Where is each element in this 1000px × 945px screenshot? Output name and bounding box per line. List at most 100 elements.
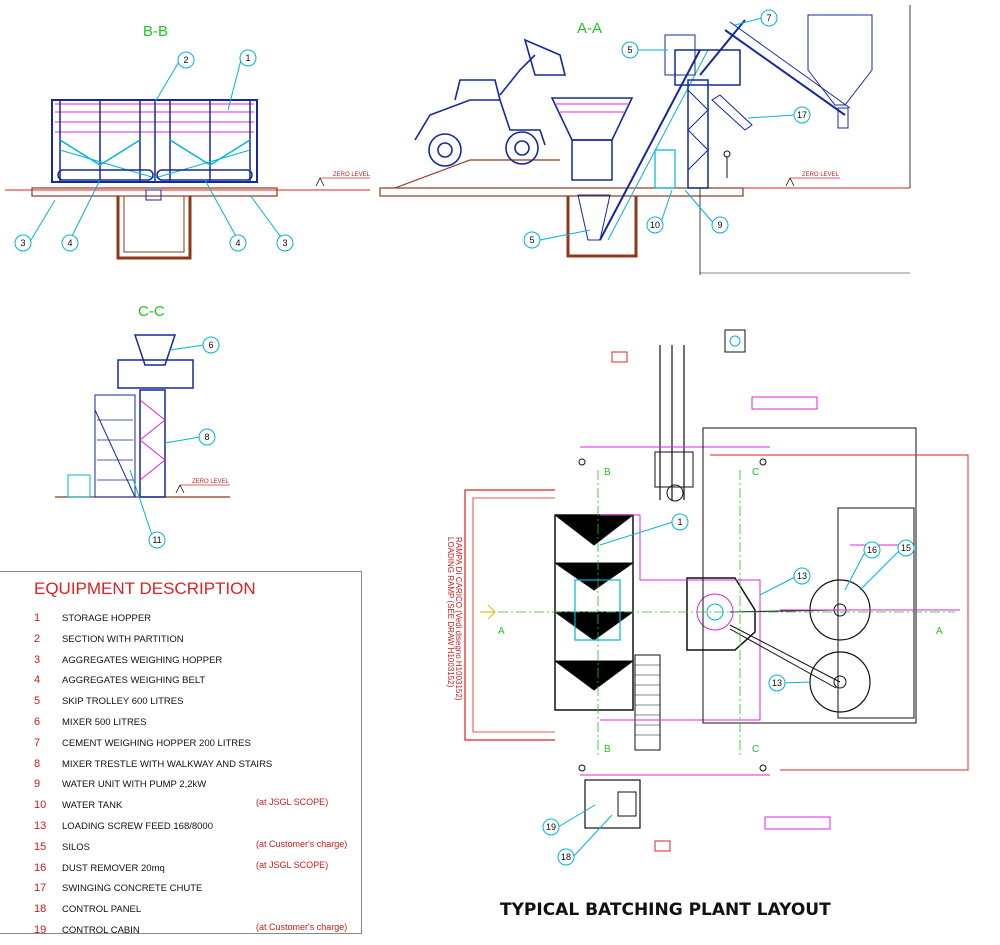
callout-plan-19 — [542, 818, 560, 836]
callouts — [14, 9, 915, 866]
callout-number: 7 — [766, 13, 771, 23]
section-aa-title: A-A — [577, 20, 602, 37]
callout-cc-6 — [202, 336, 220, 354]
section-cc: C-C ZERO LEVEL — [55, 303, 230, 498]
legend-desc: AGGREGATES WEIGHING BELT — [62, 675, 206, 687]
callout-number: 18 — [561, 852, 571, 862]
callout-number: 19 — [546, 822, 556, 832]
legend-desc: SECTION WITH PARTITION — [62, 633, 184, 645]
main-title: TYPICAL BATCHING PLANT LAYOUT — [500, 900, 831, 920]
callout-number: 15 — [901, 543, 911, 553]
legend-desc: CEMENT WEIGHING HOPPER 200 LITRES — [62, 737, 251, 749]
section-bb: B-B ZERO LEVEL — [5, 23, 371, 260]
callout-number: 5 — [529, 235, 534, 245]
legend-desc: SWINGING CONCRETE CHUTE — [62, 883, 203, 895]
callout-plan-1 — [671, 513, 689, 531]
legend-num: 19 — [34, 923, 47, 936]
axis-c-top: C — [752, 467, 759, 478]
section-aa: A-A — [379, 5, 911, 275]
callout-number: 13 — [772, 678, 782, 688]
callout-number: 5 — [627, 45, 632, 55]
callout-number: 1 — [245, 53, 250, 63]
callout-plan-13b — [768, 674, 786, 692]
callout-number: 4 — [67, 238, 72, 248]
callout-number: 10 — [650, 220, 660, 230]
legend-num: 17 — [34, 882, 47, 895]
callout-number: 16 — [867, 545, 877, 555]
callout-number: 3 — [282, 238, 287, 248]
legend-num: 2 — [34, 632, 41, 645]
legend-num: 9 — [34, 778, 41, 791]
legend-row: 5 SKIP TROLLEY 600 LITRES — [0, 695, 362, 716]
callout-number: 9 — [717, 220, 722, 230]
callout-plan-18 — [557, 848, 575, 866]
ramp-label-en: LOADING RAMP (SEE DRAW H1003152) — [446, 537, 455, 688]
legend-num: 13 — [34, 819, 47, 832]
plan-view: LOADING RAMP (SEE DRAW H1003152) RAMPA D… — [446, 329, 969, 920]
legend-num: 5 — [34, 695, 41, 708]
axis-b-bottom: B — [604, 744, 611, 755]
callout-bb-4a — [61, 234, 79, 252]
legend-note: (at Customer's charge) — [256, 921, 348, 932]
legend-row: 6 MIXER 500 LITRES — [0, 716, 362, 737]
axis-a-right: A — [936, 626, 943, 637]
callout-aa-7 — [760, 9, 778, 27]
callout-number: 1 — [677, 517, 682, 527]
legend-desc: STORAGE HOPPER — [62, 613, 152, 624]
cc-zero-level: ZERO LEVEL — [192, 479, 230, 485]
legend-desc: SKIP TROLLEY 600 LITRES — [62, 696, 184, 708]
callout-bb-3a — [14, 234, 32, 252]
callout-aa-17 — [793, 106, 811, 124]
callout-aa-9 — [711, 216, 729, 234]
callout-number: 6 — [208, 340, 213, 350]
legend-num: 18 — [34, 903, 47, 916]
callout-bb-1 — [239, 49, 257, 67]
legend-row: 8 MIXER TRESTLE WITH WALKWAY AND STAIRS — [0, 758, 362, 779]
legend-desc: WATER UNIT WITH PUMP 2,2kW — [62, 779, 207, 791]
callout-number: 4 — [235, 238, 240, 248]
legend-row: 4 AGGREGATES WEIGHING BELT — [0, 674, 362, 695]
callout-number: 3 — [20, 238, 25, 248]
callout-aa-5b — [523, 231, 541, 249]
legend-num: 10 — [34, 799, 47, 812]
legend-row: 7 CEMENT WEIGHING HOPPER 200 LITRES — [0, 737, 362, 758]
legend-num: 8 — [34, 757, 41, 770]
legend-num: 3 — [34, 653, 41, 666]
callout-number: 8 — [204, 432, 209, 442]
axis-b-top: B — [604, 467, 611, 478]
callout-cc-11 — [148, 531, 166, 549]
legend-num: 1 — [34, 612, 41, 624]
legend-desc: SILOS — [62, 841, 90, 853]
legend-desc: CONTROL PANEL — [62, 904, 142, 916]
callout-numbers: 1 2 3 4 4 3 7 5 17 10 9 5 6 8 11 1 13 16… — [20, 13, 911, 862]
legend-num: 16 — [34, 861, 47, 874]
axis-c-bottom: C — [752, 744, 759, 755]
legend-desc: DUST REMOVER 20mq — [62, 862, 165, 874]
callout-bb-3b — [276, 234, 294, 252]
ramp-label-it: RAMPA DI CARICO (Vedi disegno H1003152) — [454, 537, 463, 701]
axis-a-left: A — [498, 626, 505, 637]
callout-bb-4b — [229, 234, 247, 252]
callout-plan-13a — [793, 567, 811, 585]
legend-desc: MIXER TRESTLE WITH WALKWAY AND STAIRS — [62, 758, 273, 770]
callout-plan-15 — [897, 539, 915, 557]
legend-desc: MIXER 500 LITRES — [62, 716, 147, 728]
legend-num: 6 — [34, 715, 41, 728]
aa-zero-level: ZERO LEVEL — [802, 172, 840, 178]
callout-aa-5a — [621, 41, 639, 59]
callout-number: 13 — [797, 571, 807, 581]
legend-note: (at Customer's charge) — [256, 838, 348, 849]
callout-plan-16 — [863, 541, 881, 559]
callout-number: 2 — [183, 55, 188, 65]
legend-note: (at JSGL SCOPE) — [256, 797, 329, 808]
legend-num: 4 — [34, 674, 41, 687]
legend-num: 7 — [34, 736, 41, 749]
legend-row: 17 SWINGING CONCRETE CHUTE — [0, 882, 362, 903]
callout-aa-10 — [646, 216, 664, 234]
